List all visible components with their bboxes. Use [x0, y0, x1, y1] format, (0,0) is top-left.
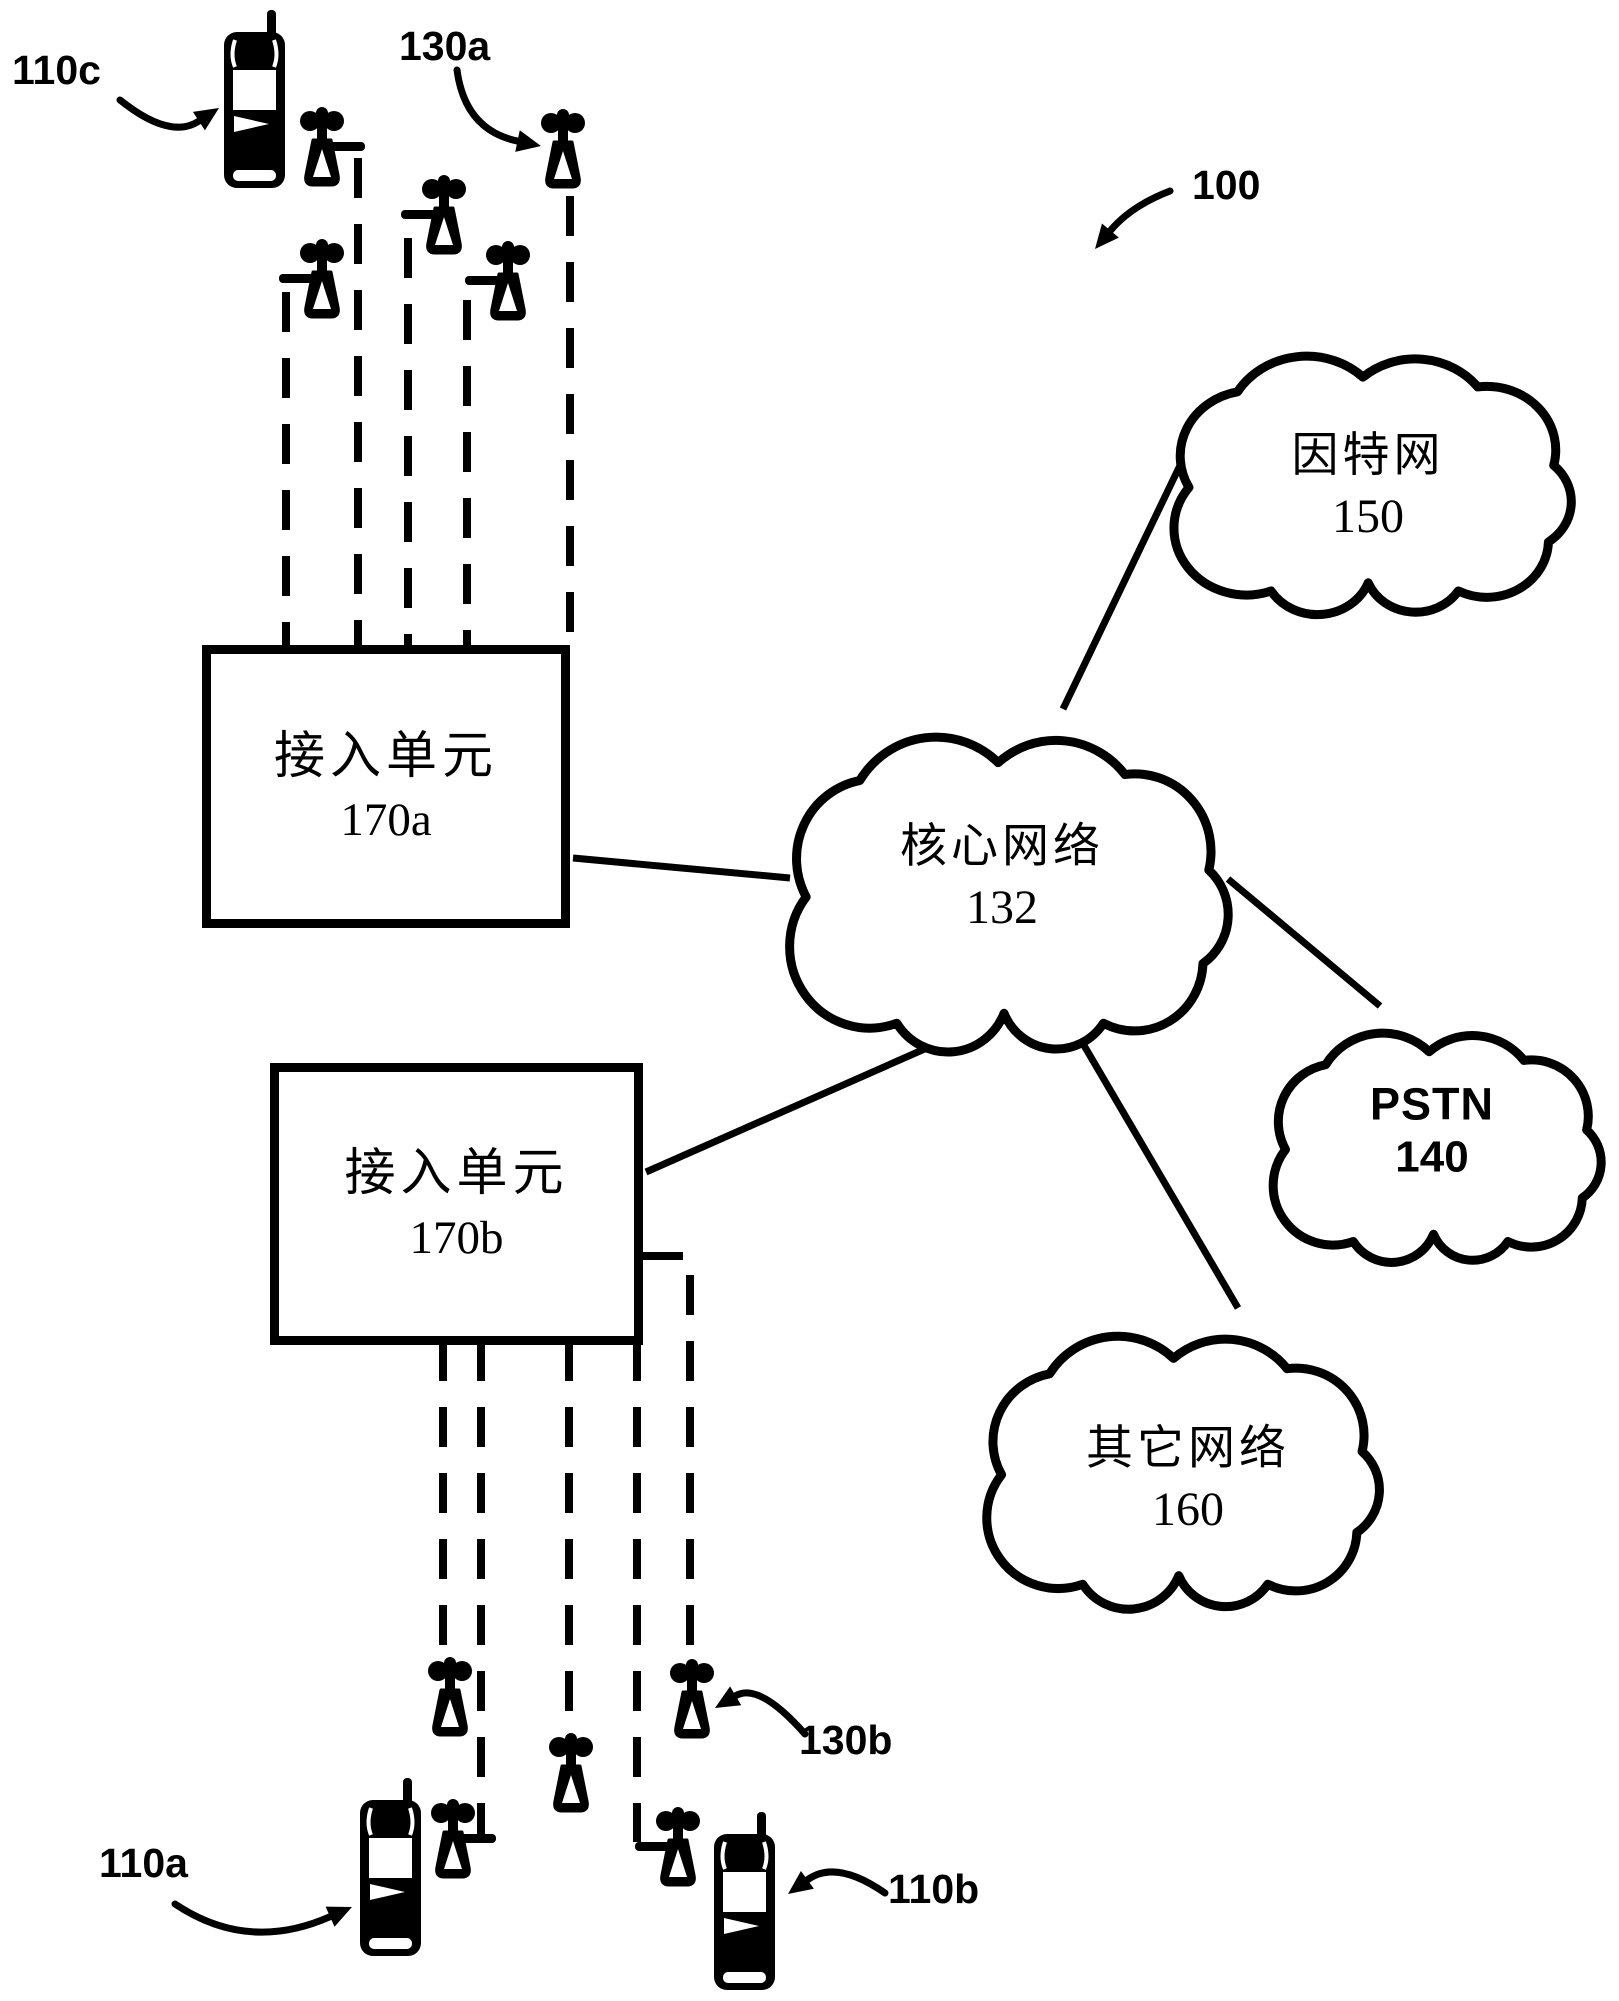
access-unit-170b: 接入单元 170b	[270, 1063, 643, 1345]
label-110a: 110a	[99, 1840, 188, 1886]
arrow-100-shaft	[1106, 187, 1174, 235]
arrow-100	[1095, 187, 1174, 249]
phone-110a-mobile-phone-icon	[360, 1778, 421, 1956]
access-unit-170a-ref: 170a	[340, 794, 432, 847]
internet-150-cloud-shape	[1174, 356, 1571, 614]
internet-150-label: 因特网 150	[1291, 430, 1445, 543]
access-unit-170a: 接入单元 170a	[202, 645, 570, 928]
meter-bottom-4-wireless-device-icon	[635, 1807, 700, 1887]
meter-130b-wireless-device-icon	[670, 1659, 714, 1739]
meter-bottom-2-wireless-device-icon	[431, 1799, 496, 1879]
arrow-110b-head-icon	[788, 1870, 814, 1894]
pstn-140-cloud-shape	[1273, 1033, 1601, 1262]
access-unit-170a-label: 接入单元	[273, 728, 498, 785]
arrow-110a-head-icon	[325, 1906, 352, 1927]
meter-130a-wireless-device-icon	[541, 109, 585, 189]
arrow-130b-shaft	[732, 1689, 809, 1738]
other-networks-160-name: 其它网络	[1086, 1423, 1290, 1476]
core-network-132-cloud-shape	[790, 737, 1229, 1052]
arrow-110b-shaft	[803, 1868, 889, 1897]
label-100: 100	[1192, 162, 1261, 208]
link-core-pstn	[1225, 876, 1383, 1009]
arrow-100-head-icon	[1095, 223, 1119, 249]
meter-top-3-wireless-device-icon	[279, 239, 344, 319]
link-170b-core	[644, 1036, 947, 1176]
arrow-130a	[453, 66, 541, 152]
core-network-132-label: 核心网络 132	[900, 821, 1104, 934]
arrow-110a	[171, 1900, 352, 1936]
label-110b: 110b	[888, 1866, 980, 1912]
meter-top-1-wireless-device-icon	[300, 107, 365, 187]
other-networks-160-label: 其它网络 160	[1086, 1423, 1290, 1536]
link-core-internet	[1059, 453, 1189, 711]
arrow-110c-head-icon	[192, 108, 219, 131]
meter-bottom-3-wireless-device-icon	[549, 1733, 593, 1813]
arrow-110b	[788, 1868, 889, 1897]
link-170a-core	[572, 854, 791, 882]
arrow-130a-shaft	[453, 66, 522, 145]
other-networks-160-cloud-shape	[987, 1336, 1380, 1609]
core-network-132-name: 核心网络	[900, 821, 1104, 874]
meter-top-4-wireless-device-icon	[401, 175, 466, 255]
internet-150-name: 因特网	[1291, 430, 1445, 483]
arrow-110a-shaft	[171, 1900, 334, 1936]
arrow-110c	[116, 96, 219, 131]
meter-bottom-1-wireless-device-icon	[428, 1657, 472, 1737]
core-network-132-number: 132	[966, 880, 1038, 934]
access-unit-170b-label: 接入单元	[344, 1146, 569, 1203]
air-link-bottom-5	[643, 1252, 694, 1652]
internet-150-number: 150	[1332, 489, 1404, 543]
pstn-140-number: 140	[1395, 1131, 1469, 1181]
arrow-130b-head-icon	[715, 1686, 742, 1708]
access-unit-170b-ref: 170b	[409, 1211, 504, 1264]
label-110c: 110c	[12, 47, 101, 93]
label-130a: 130a	[399, 23, 491, 69]
phone-110b-mobile-phone-icon	[714, 1812, 775, 1990]
pstn-140-name: PSTN	[1369, 1078, 1495, 1130]
meter-top-5-wireless-device-icon	[465, 241, 530, 321]
arrow-130b	[715, 1686, 809, 1738]
phone-110c-mobile-phone-icon	[224, 10, 285, 188]
link-core-other	[1078, 1040, 1242, 1310]
arrow-110c-shaft	[116, 96, 203, 131]
other-networks-160-number: 160	[1152, 1482, 1224, 1536]
label-130b: 130b	[799, 1717, 893, 1763]
arrow-130a-head-icon	[515, 130, 541, 152]
